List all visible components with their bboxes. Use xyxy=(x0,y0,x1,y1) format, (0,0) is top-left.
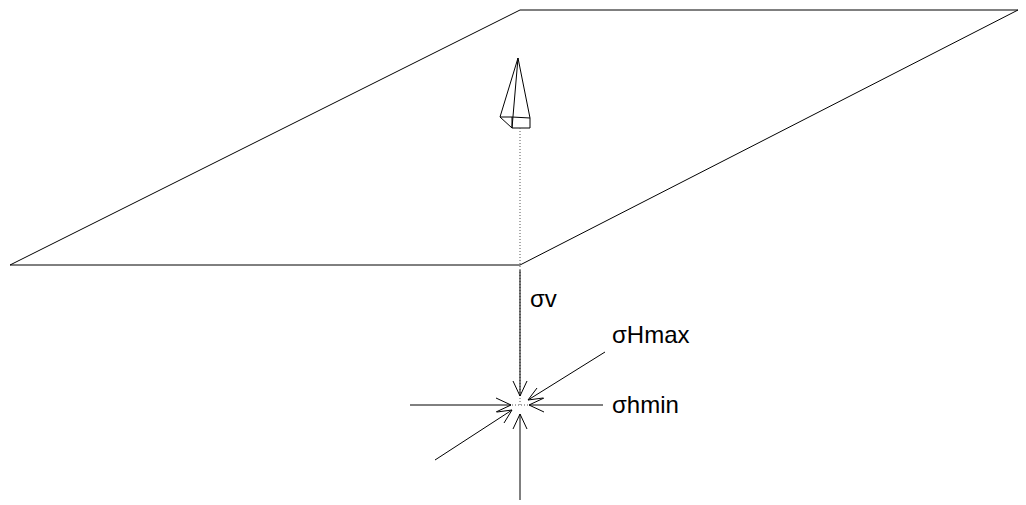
sigma-hmin-arrows xyxy=(410,398,603,412)
pyramid-symbol xyxy=(500,58,530,128)
center-point xyxy=(512,405,528,406)
vertical-axis xyxy=(520,128,521,405)
stress-label: σv xyxy=(530,286,557,312)
sigma-hmax-arrows xyxy=(435,352,605,460)
stress-label: σhmin xyxy=(612,392,679,418)
ground-plane xyxy=(10,10,1018,265)
stress-label: σHmax xyxy=(612,322,689,348)
sigma-v-arrow xyxy=(513,270,527,396)
sigma-v-lower-arrow xyxy=(513,414,527,500)
